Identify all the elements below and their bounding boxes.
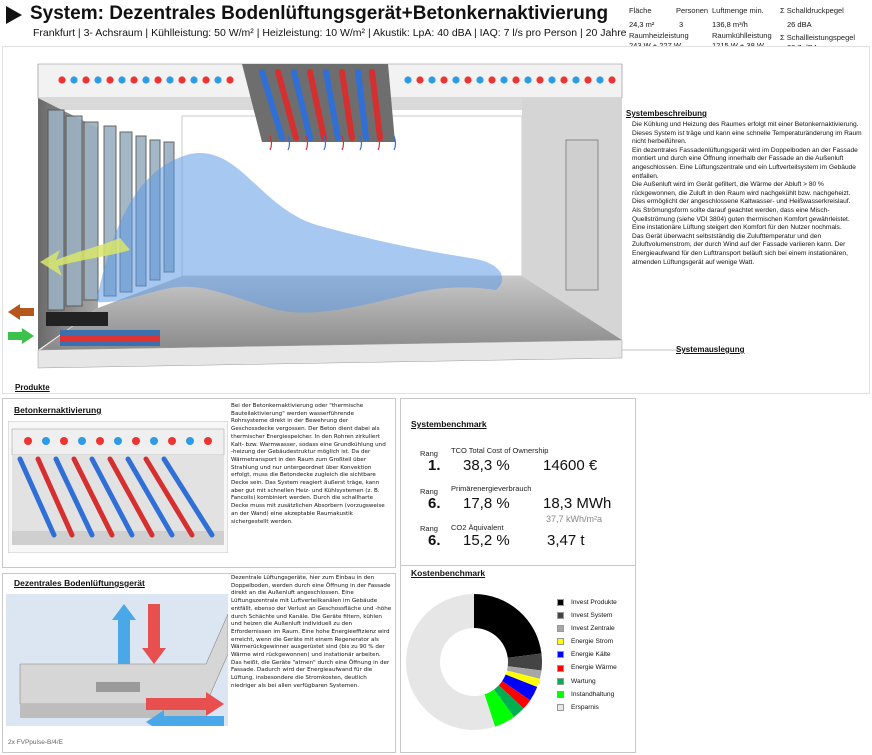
legend-swatch bbox=[557, 664, 564, 672]
divider bbox=[400, 565, 636, 566]
legend-swatch bbox=[557, 703, 564, 711]
donut-slice-2 bbox=[506, 666, 542, 679]
bm-rank-value: 1. bbox=[428, 457, 441, 474]
bka-title: Betonkernaktivierung bbox=[14, 405, 102, 415]
dbg-text: Dezentrale Lüftungsgeräte, hier zum Einb… bbox=[231, 575, 392, 689]
stats-flaeche: Fläche 24,3 m² bbox=[629, 6, 654, 30]
legend-swatch bbox=[557, 612, 564, 620]
flaeche-value: 24,3 m² bbox=[629, 20, 655, 29]
flaeche-label: Fläche bbox=[629, 6, 652, 15]
legend-label: Ersparnis bbox=[571, 703, 599, 711]
donut-slice-8 bbox=[405, 594, 496, 730]
desc-paragraph: Die Kühlung und Heizung des Raumes erfol… bbox=[632, 121, 862, 146]
page-title: System: Dezentrales Bodenlüftungsgerät+B… bbox=[30, 3, 609, 24]
bm-abs-value: 3,47 t bbox=[547, 532, 585, 549]
desc-paragraph: Als Strömungsform sollte darauf geachtet… bbox=[632, 206, 850, 232]
legend-label: Invest Zentrale bbox=[571, 625, 615, 633]
donut-slice-4 bbox=[502, 674, 538, 701]
stats-schalldruck: Σ Schalldruckpegel 26 dBA bbox=[780, 6, 844, 30]
kostenbenchmark-title: Kostenbenchmark bbox=[411, 568, 486, 578]
donut-slice-7 bbox=[484, 689, 514, 727]
bka-text: Bei der Betonkernaktivierung oder "therm… bbox=[231, 403, 386, 525]
legend-label: Energie Kälte bbox=[571, 651, 611, 659]
bm-row-label: CO2 Äquivalent bbox=[451, 523, 504, 532]
bm-row-label: Primärenergieverbrauch bbox=[451, 484, 532, 493]
legend-swatch bbox=[557, 599, 564, 607]
bm-rank-value: 6. bbox=[428, 532, 441, 549]
bm-rank-value: 6. bbox=[428, 495, 441, 512]
bm-sub-value: 37,7 kWh/m²a bbox=[546, 514, 603, 524]
legend-swatch bbox=[557, 677, 564, 685]
legend-item: Invest System bbox=[557, 609, 617, 622]
dbg-illustration bbox=[6, 594, 228, 726]
systembenchmark-title: Systembenchmark bbox=[411, 419, 487, 429]
stats-raumheiz: Raumheizleistung 243 W + 227 W bbox=[629, 31, 689, 51]
raumheiz-label: Raumheizleistung bbox=[629, 31, 689, 40]
donut-slice-3 bbox=[505, 670, 540, 688]
play-arrow-icon bbox=[6, 6, 22, 24]
legend-label: Instandhaltung bbox=[571, 690, 615, 698]
legend-swatch bbox=[557, 651, 564, 659]
dbg-title: Dezentrales Bodenlüftungsgerät bbox=[14, 578, 145, 588]
rank-label: Rang bbox=[420, 524, 438, 533]
rank-label: Rang bbox=[420, 487, 438, 496]
legend-swatch bbox=[557, 690, 564, 698]
legend-swatch bbox=[557, 638, 564, 646]
stats-raumkuehl: Raumkühlleistung 1215 W + 38 W bbox=[712, 31, 772, 51]
desc-paragraph: Die Außenluft wird im Gerät gefiltert, d… bbox=[632, 181, 851, 206]
legend-label: Invest Produkte bbox=[571, 599, 617, 606]
bm-abs-value: 14600 € bbox=[543, 457, 598, 474]
legend-label: Invest System bbox=[571, 612, 613, 620]
raumkuehl-label: Raumkühlleistung bbox=[712, 31, 772, 40]
bm-abs-value: 18,3 MWh bbox=[543, 495, 612, 512]
schalldruck-label: Σ Schalldruckpegel bbox=[780, 6, 844, 15]
legend-item: Energie Kälte bbox=[557, 648, 617, 661]
legend-item: Invest Produkte bbox=[557, 596, 617, 609]
legend-item: Invest Zentrale bbox=[557, 622, 617, 635]
cost-donut-chart bbox=[405, 594, 542, 730]
donut-slice-0 bbox=[474, 594, 542, 658]
bm-pct-value: 15,2 % bbox=[463, 532, 510, 549]
personen-value: 3 bbox=[679, 20, 684, 29]
bka-illustration bbox=[8, 421, 228, 553]
legend-item: Energie Strom bbox=[557, 635, 617, 648]
legend-item: Ersparnis bbox=[557, 701, 617, 714]
stats-luftmenge: Luftmenge min. 136,8 m³/h bbox=[712, 6, 764, 30]
legend-label: Energie Wärme bbox=[571, 664, 617, 672]
legend-label: Energie Strom bbox=[571, 638, 614, 646]
legend-swatch bbox=[557, 625, 564, 633]
schalldruck-value: 26 dBA bbox=[787, 20, 812, 29]
luftmenge-value: 136,8 m³/h bbox=[712, 20, 748, 29]
donut-slice-1 bbox=[507, 653, 542, 671]
schallleistung-label: Σ Schallleistungspegel bbox=[780, 33, 856, 42]
legend-item: Energie Wärme bbox=[557, 661, 617, 674]
bm-pct-value: 38,3 % bbox=[463, 457, 510, 474]
donut-slice-6 bbox=[493, 685, 524, 718]
raumkuehl-value: 1215 W + 38 W bbox=[712, 41, 772, 51]
legend-item: Wartung bbox=[557, 675, 617, 688]
bm-row-label: TCO Total Cost of Ownership bbox=[451, 446, 549, 455]
raumheiz-value: 243 W + 227 W bbox=[629, 41, 689, 51]
systemauslegung-link[interactable]: Systemauslegung bbox=[676, 345, 745, 354]
systembeschreibung-title: Systembeschreibung bbox=[626, 109, 707, 118]
luftmenge-label: Luftmenge min. bbox=[712, 6, 764, 15]
desc-paragraph: Das Gerät überwacht selbstständig die Zu… bbox=[632, 232, 848, 266]
produkte-heading: Produkte bbox=[15, 383, 50, 392]
bm-pct-value: 17,8 % bbox=[463, 495, 510, 512]
stats-personen: Personen 3 bbox=[676, 6, 708, 30]
desc-paragraph: Ein dezentrales Fassadenlüftungsgerät wi… bbox=[632, 146, 858, 180]
donut-slice-5 bbox=[498, 681, 531, 709]
footer-label: 2x FVPpulse-B/4/E bbox=[8, 739, 63, 746]
legend-label: Wartung bbox=[571, 677, 596, 685]
page-subtitle: Frankfurt | 3- Achsraum | Kühlleistung: … bbox=[33, 27, 627, 39]
legend-item: Instandhaltung bbox=[557, 688, 617, 701]
rank-label: Rang bbox=[420, 449, 438, 458]
room-illustration bbox=[8, 63, 690, 369]
systembeschreibung-text: Die Kühlung und Heizung des Raumes erfol… bbox=[632, 121, 862, 267]
personen-label: Personen bbox=[676, 6, 709, 15]
